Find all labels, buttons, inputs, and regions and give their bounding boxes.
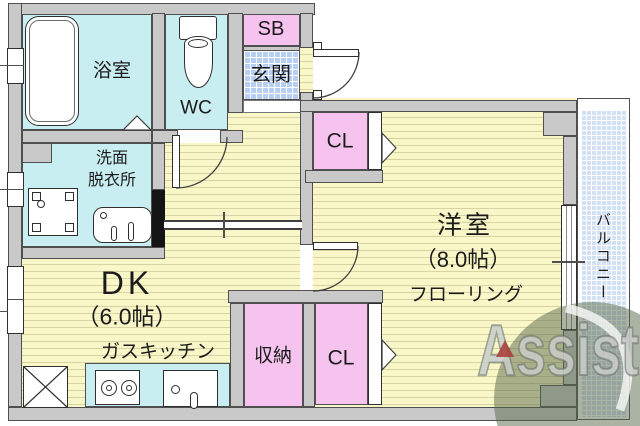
storage-area bbox=[244, 303, 303, 407]
stove-burner-2-inner bbox=[126, 385, 132, 391]
wall-wc-bottom-right bbox=[220, 130, 243, 143]
stove-burner-2 bbox=[121, 380, 137, 396]
sb-entrance-divider bbox=[243, 46, 300, 51]
entrance-door-jamb-bottom bbox=[313, 90, 322, 100]
washer-pan-corner-2 bbox=[65, 192, 74, 201]
window-dk-mullion bbox=[7, 299, 24, 300]
balcony-door-track-1 bbox=[566, 206, 567, 329]
washer-pan-corner-1 bbox=[32, 192, 41, 201]
wall-storage-left bbox=[230, 303, 244, 407]
western-room-door-leaf bbox=[313, 242, 358, 250]
bathroom-label: 浴室 bbox=[92, 60, 132, 82]
window-dk bbox=[7, 266, 24, 334]
washroom-label-line1: 洗面 bbox=[95, 150, 129, 167]
wall-washroom-bottom bbox=[22, 247, 165, 259]
wc-label: WC bbox=[180, 97, 212, 119]
wall-top-band-east bbox=[300, 100, 577, 112]
wall-bottomright-block bbox=[540, 385, 577, 407]
entrance-door-leaf bbox=[313, 49, 359, 57]
wall-washroom-corner-block bbox=[22, 143, 52, 163]
sliding-partition-tick bbox=[223, 212, 225, 238]
stove-burner-1-inner bbox=[106, 385, 112, 391]
balcony-label: バルコニー bbox=[594, 212, 611, 302]
toilet-tank-icon bbox=[179, 16, 217, 40]
dk-label: DK bbox=[100, 265, 154, 301]
entrance-area bbox=[243, 50, 300, 100]
window-bathroom bbox=[7, 48, 24, 84]
washroom-label-line2: 脱衣所 bbox=[87, 172, 137, 189]
washbasin-tap-1 bbox=[111, 226, 117, 241]
sink-drain bbox=[171, 385, 180, 394]
western-room-label: 洋室 bbox=[436, 211, 494, 240]
wall-entrance-right-upper bbox=[300, 13, 313, 48]
western-room-floor-label: フローリング bbox=[408, 284, 524, 306]
balcony-sliding-door bbox=[561, 205, 577, 330]
entrance-step bbox=[243, 100, 301, 113]
balcony-window-tick bbox=[552, 261, 585, 263]
balcony-door-track-2 bbox=[571, 206, 572, 329]
washroom-folding-door bbox=[152, 190, 165, 247]
bathtub-icon bbox=[25, 16, 79, 126]
wall-bath-bottom bbox=[22, 130, 152, 143]
bathtub-inner-line bbox=[29, 20, 75, 122]
wall-closet-top bbox=[228, 290, 383, 303]
shoe-box-label: SB bbox=[257, 18, 285, 40]
shoe-box-area bbox=[243, 13, 300, 46]
closet-upper-door bbox=[368, 112, 382, 170]
wall-balcony-lower bbox=[563, 330, 577, 385]
closet-lower-label: CL bbox=[327, 346, 355, 370]
washer-pan-drain bbox=[37, 200, 45, 208]
wc-door-leaf bbox=[172, 135, 180, 188]
wall-bath-wc bbox=[152, 13, 165, 130]
closet-lower-area bbox=[315, 303, 368, 405]
sink-faucet bbox=[190, 392, 198, 409]
storage-label: 収納 bbox=[253, 345, 293, 367]
window-bathroom-tick bbox=[0, 65, 8, 66]
room-door-gap bbox=[300, 245, 313, 290]
wc-door-gap bbox=[178, 130, 220, 143]
western-room-size-label: （8.0帖） bbox=[414, 247, 512, 272]
window-washroom-tick bbox=[0, 189, 8, 190]
wall-wc-entrance bbox=[228, 13, 243, 113]
washbasin-drain bbox=[100, 212, 107, 219]
exterior-area bbox=[313, 0, 640, 98]
entrance-label: 玄関 bbox=[251, 64, 291, 86]
sliding-partition bbox=[164, 220, 302, 230]
wall-closet-upper-bottom bbox=[305, 170, 383, 183]
closet-upper-area bbox=[313, 112, 368, 170]
dk-size-label: （6.0帖） bbox=[76, 303, 178, 330]
kitchen-label: ガスキッチン bbox=[100, 341, 216, 363]
wall-washroom-right bbox=[152, 143, 165, 190]
wall-step-topright bbox=[543, 112, 577, 136]
toilet-seat-line bbox=[188, 39, 208, 48]
wall-balcony-upper bbox=[563, 136, 577, 205]
washer-pan-corner-3 bbox=[32, 223, 41, 232]
washer-pan-icon bbox=[28, 188, 78, 236]
washbasin-tap-2 bbox=[128, 222, 134, 241]
wall-storage-closet-divider bbox=[303, 303, 315, 407]
closet-lower-door bbox=[368, 303, 382, 405]
stove-burner-1 bbox=[101, 380, 117, 396]
closet-upper-label: CL bbox=[326, 129, 354, 153]
window-dk-tick bbox=[0, 311, 8, 312]
refrigerator-space-icon bbox=[23, 366, 68, 408]
washer-pan-corner-4 bbox=[65, 223, 74, 232]
window-bathroom-mullion bbox=[7, 65, 24, 66]
window-washroom-mullion bbox=[7, 189, 24, 190]
wall-bottom bbox=[8, 407, 577, 421]
